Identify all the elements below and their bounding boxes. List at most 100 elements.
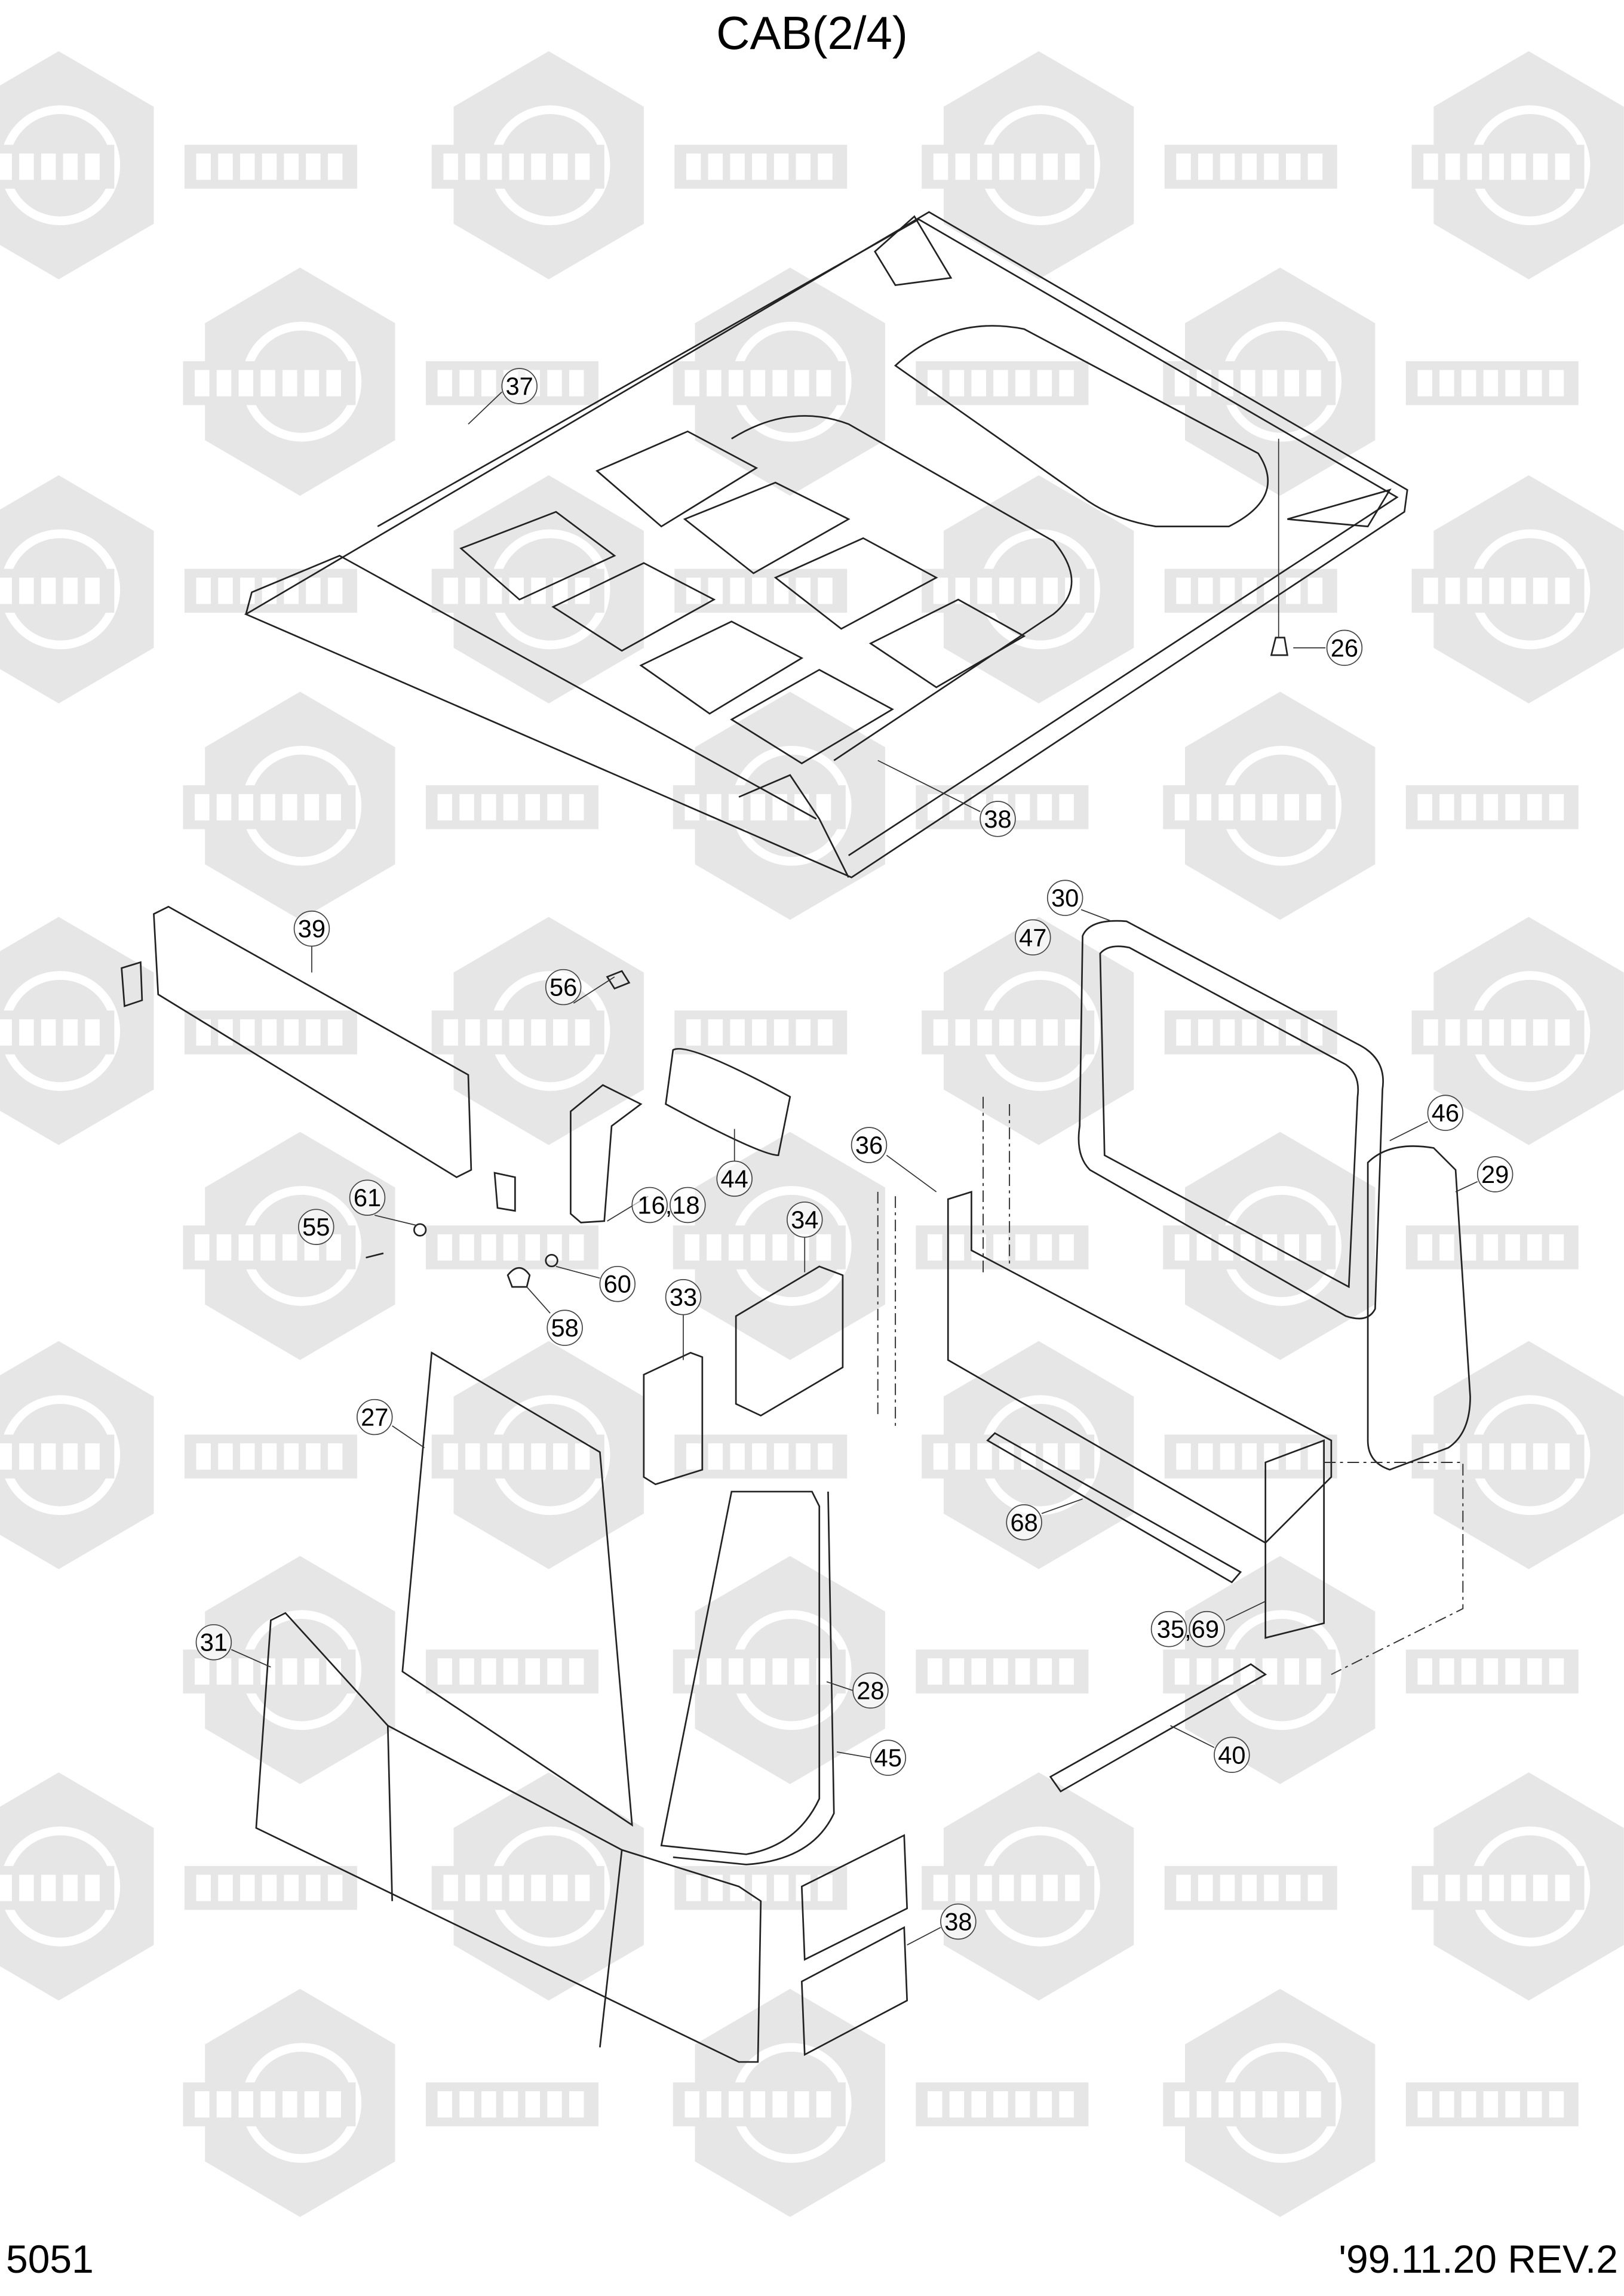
watermark [0, 1341, 357, 1569]
callout-label: 29 [1481, 1160, 1509, 1188]
callout-label: 61 [354, 1184, 381, 1212]
watermark [1163, 1132, 1579, 1360]
callout-label: 38 [984, 805, 1011, 833]
cab-frame-structure [643, 1096, 1464, 1793]
callout-label: 39 [298, 915, 326, 943]
watermark [1411, 51, 1624, 279]
callout-39: 39 [293, 910, 330, 947]
callout-46: 46 [1427, 1095, 1464, 1131]
callout-38: 38 [980, 801, 1016, 837]
callout-label: 60 [604, 1270, 631, 1298]
pads-38-lower [800, 1834, 908, 2057]
callout-37: 37 [501, 368, 538, 404]
callout-28: 28 [852, 1672, 889, 1709]
callout-label: 58 [551, 1314, 578, 1342]
callout-61: 61 [349, 1179, 386, 1216]
callout-label: 27 [361, 1403, 388, 1431]
watermark [922, 1772, 1337, 2001]
callout-label: 56 [549, 973, 577, 1001]
watermark [0, 475, 357, 703]
watermark [1163, 1988, 1579, 2217]
watermark [183, 1132, 598, 1360]
callout-label: 38 [944, 1907, 972, 1935]
door-glass-28 [660, 1490, 835, 1865]
callout-47: 47 [1015, 919, 1051, 956]
watermark [922, 475, 1337, 703]
revision-date: '99.11.20 REV.2 [1339, 2237, 1618, 2281]
callout-label: 46 [1432, 1099, 1459, 1127]
callout-26: 26 [1326, 629, 1363, 666]
watermark [431, 1341, 848, 1569]
watermark [922, 51, 1337, 279]
watermark [1163, 691, 1579, 920]
watermark [1411, 1341, 1624, 1569]
callout-label: 16,18 [637, 1191, 699, 1219]
watermark [1163, 268, 1579, 496]
watermark [431, 1772, 848, 2001]
watermark [183, 268, 598, 496]
callout-label: 44 [721, 1164, 748, 1192]
bracket-assembly [366, 970, 791, 1288]
leader-lines [231, 391, 1478, 1945]
callout-label: 37 [506, 372, 533, 400]
callout-label: 31 [200, 1628, 228, 1656]
callout-35-69: 35,69 [1150, 1610, 1225, 1648]
watermark [183, 1988, 598, 2217]
watermark [922, 917, 1337, 1145]
watermark [673, 268, 1089, 496]
callout-label: 26 [1331, 634, 1358, 662]
front-panel-31 [255, 1612, 762, 2063]
callout-33: 33 [665, 1279, 702, 1315]
callout-58: 58 [547, 1310, 583, 1346]
callout-27: 27 [357, 1398, 393, 1436]
watermark [673, 1988, 1089, 2217]
callout-label: 34 [791, 1206, 818, 1234]
callout-label: 28 [856, 1677, 884, 1705]
callout-60: 60 [599, 1265, 636, 1302]
watermark [0, 1772, 357, 2001]
watermark [0, 917, 357, 1145]
callout-label: 47 [1019, 923, 1046, 951]
callout-label: 30 [1051, 884, 1079, 912]
callout-label: 33 [670, 1283, 697, 1311]
watermark [431, 917, 848, 1145]
roof-pads [459, 430, 1026, 764]
watermark [1411, 1772, 1624, 2001]
callout-label: 35,69 [1157, 1615, 1219, 1643]
callout-30: 30 [1046, 880, 1083, 916]
page-title: CAB(2/4) [716, 7, 908, 59]
callout-56: 56 [545, 969, 582, 1006]
page-code: 5051 [6, 2237, 94, 2281]
watermark [673, 691, 1089, 920]
watermark [0, 51, 357, 279]
side-glass-29 [1367, 1145, 1471, 1471]
watermark [1163, 1556, 1579, 1784]
callout-label: 55 [302, 1213, 330, 1241]
callout-44: 44 [716, 1160, 753, 1197]
watermark [183, 1556, 598, 1784]
callout-34: 34 [787, 1201, 823, 1238]
watermark [673, 1556, 1089, 1784]
callout-29: 29 [1476, 1156, 1514, 1192]
callout-16-18: 16,18 [631, 1187, 706, 1224]
roof-panel [244, 211, 1408, 878]
callout-40: 40 [1214, 1736, 1250, 1774]
watermark [1411, 475, 1624, 703]
callout-label: 45 [874, 1744, 902, 1772]
cowl-panel-39 [121, 905, 516, 1212]
knob-26 [1270, 438, 1289, 656]
callout-31: 31 [195, 1624, 232, 1661]
callout-68: 68 [1006, 1504, 1042, 1541]
callout-38: 38 [940, 1903, 977, 1940]
watermark [922, 1341, 1337, 1569]
callout-label: 40 [1218, 1741, 1245, 1769]
callout-label: 36 [855, 1131, 883, 1159]
window-glass-30 [1077, 920, 1384, 1320]
callout-label: 68 [1010, 1508, 1037, 1536]
watermark [431, 51, 848, 279]
watermark-layer [0, 51, 1624, 2217]
callout-36: 36 [851, 1127, 888, 1163]
